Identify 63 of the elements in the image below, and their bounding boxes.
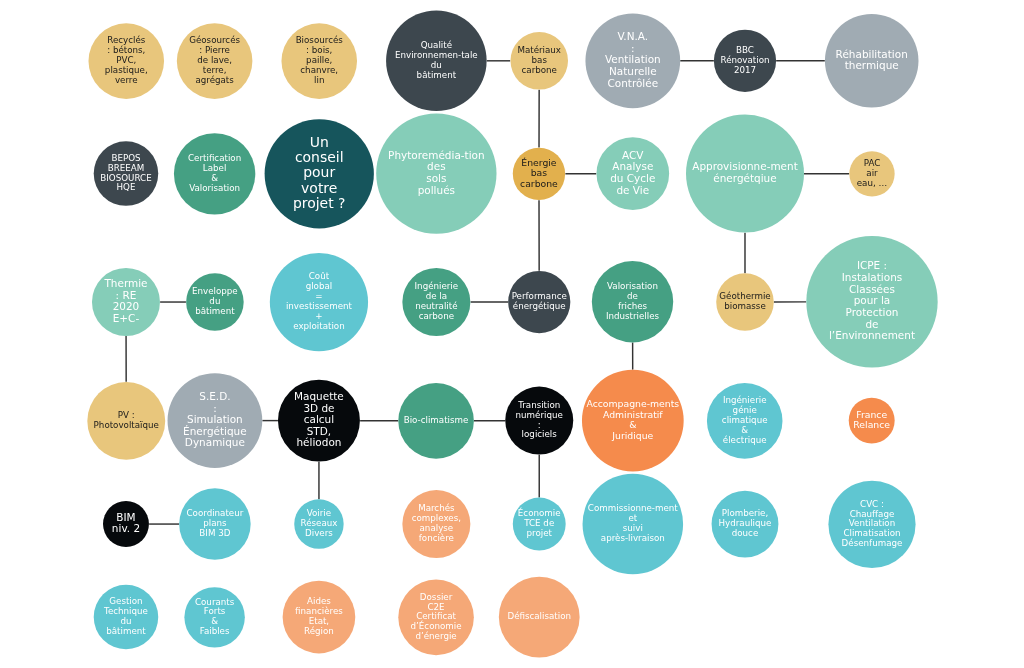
node-circle: Phytoremédia-tion des sols pollués bbox=[375, 113, 496, 234]
node-circle: Plomberie, Hydraulique douce bbox=[711, 490, 778, 558]
node-circle: Un conseil pour votre projet ? bbox=[264, 119, 374, 229]
node-circle: Marchés complexes, analyse foncière bbox=[401, 490, 470, 559]
node-circle: Ingénierie génie climatique & électrique bbox=[706, 383, 782, 459]
node-circle: Enveloppe du bâtiment bbox=[185, 273, 244, 331]
connector bbox=[631, 341, 633, 371]
node-circle: Approvisionne-ment énergétqiue bbox=[685, 114, 804, 233]
node-circle: Coût global = investissement + exploitation bbox=[269, 252, 368, 352]
connector bbox=[158, 301, 187, 303]
node-circle: Bio-climatisme bbox=[397, 383, 474, 459]
node-circle: V.N.A. : Ventilation Naturelle Contrôlée bbox=[584, 13, 680, 109]
node-circle: Commissionne-ment et suivi après-livraison bbox=[582, 473, 683, 575]
connector bbox=[537, 199, 540, 272]
node-circle: Qualité Environnemen-tale du bâtiment bbox=[385, 10, 487, 112]
node-circle: Géothermie biomasse bbox=[715, 273, 774, 331]
node-circle: Matériaux bas carbone bbox=[509, 32, 568, 90]
connector bbox=[485, 60, 511, 62]
connector bbox=[802, 173, 850, 175]
connector bbox=[538, 454, 540, 499]
connector bbox=[469, 301, 509, 303]
node-circle: BIM niv. 2 bbox=[102, 501, 149, 547]
node-circle: France Relance bbox=[848, 397, 895, 444]
node-circle: Défiscalisation bbox=[498, 576, 580, 658]
connector bbox=[772, 301, 807, 303]
node-circle: BBC Rénovation 2017 bbox=[713, 29, 776, 92]
node-circle: Ingénierie de la neutralité carbone bbox=[401, 268, 470, 337]
connector bbox=[317, 460, 320, 501]
node-circle: ACV Analyse du Cycle de Vie bbox=[596, 137, 669, 210]
connector bbox=[537, 88, 540, 149]
node-circle: Recyclés : bétons, PVC, plastique, verre bbox=[88, 23, 164, 99]
node-circle: Gestion Technique du bâtiment bbox=[93, 584, 158, 650]
node-circle: Courants Forts & Faibles bbox=[183, 587, 245, 648]
node-circle: Transition numérique : logiciels bbox=[504, 386, 573, 455]
node-circle: BEPOS BREEAM BIOSOURCE HQE bbox=[93, 141, 158, 206]
node-circle: ICPE : Instalations Classées pour la Protection de l’Environnement bbox=[805, 236, 938, 368]
node-circle: S.E.D. : Simulation Énergétique Dynamique bbox=[167, 373, 262, 468]
connector bbox=[124, 335, 127, 383]
connector bbox=[147, 523, 180, 525]
connector bbox=[358, 420, 399, 422]
node-circle: Dossier C2E Certificat d’Économie d’énergie bbox=[397, 579, 474, 656]
node-circle: PV : Photovoltaïque bbox=[86, 381, 165, 460]
node-circle: Réhabilitation thermique bbox=[824, 14, 918, 108]
node-circle: Biosourcés : bois, paille, chanvre, lin bbox=[280, 23, 357, 99]
node-circle: PAC air eau, … bbox=[848, 151, 895, 197]
node-circle: Thermie : RE 2020 E+C- bbox=[91, 268, 160, 337]
node-circle: Voirie Réseaux Divers bbox=[293, 499, 344, 549]
connector bbox=[774, 60, 826, 62]
node-circle: Accompagne-ments Administratif & Juridique bbox=[581, 369, 684, 472]
node-circle: CVC : Chauffage Ventilation Climatisation Désenfumage bbox=[827, 480, 916, 568]
connector bbox=[564, 172, 597, 175]
node-circle: Maquette 3D de calcul STD, héliodon bbox=[277, 379, 360, 462]
connector bbox=[743, 232, 746, 274]
node-circle: Performance énergétique bbox=[507, 270, 570, 334]
node-circle: Économie TCE de projet bbox=[512, 497, 566, 551]
node-circle: Certification Label & Valorisation bbox=[173, 133, 255, 215]
node-circle: Énergie bas carbone bbox=[512, 147, 565, 200]
node-circle: Aides financières Etat, Région bbox=[282, 580, 355, 654]
node-circle: Géosourcés : Pierre de lave, terre, agrégats bbox=[176, 23, 252, 99]
node-circle: Valorisation de friches Industrielles bbox=[591, 261, 673, 343]
connector bbox=[679, 60, 715, 62]
node-circle: Coordinateur plans BIM 3D bbox=[178, 488, 251, 560]
connector bbox=[472, 419, 506, 422]
